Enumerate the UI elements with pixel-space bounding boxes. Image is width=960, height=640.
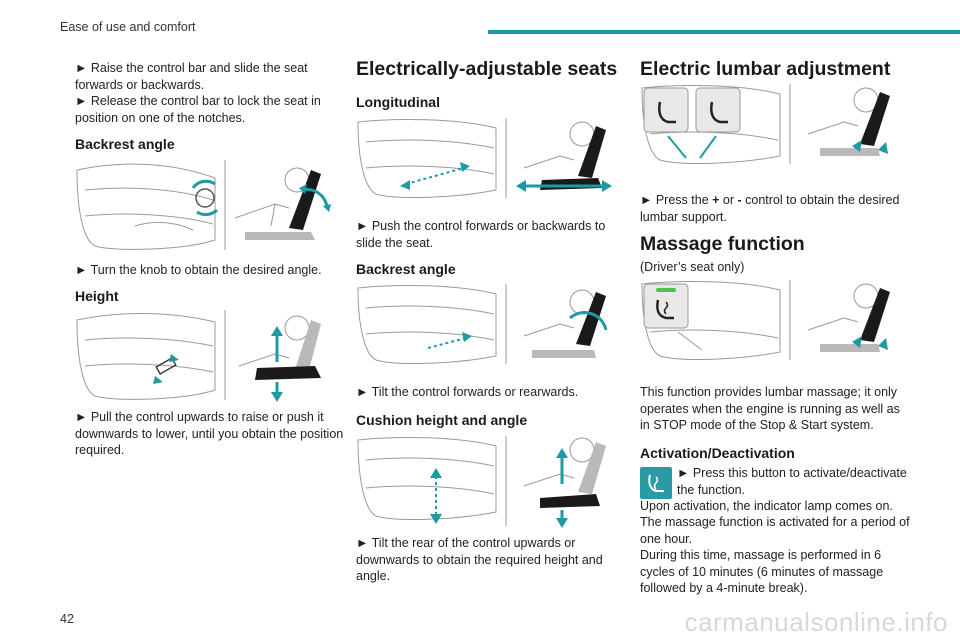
section-header: Ease of use and comfort <box>60 20 196 34</box>
lumbar-control-illustration <box>641 84 890 164</box>
plus-sign: + <box>712 193 720 207</box>
height-control-illustration <box>76 310 321 402</box>
longitudinal-person-icon <box>516 121 612 192</box>
backrest-person-icon <box>234 167 331 240</box>
massage-description: This function provides lumbar massage; i… <box>640 385 900 432</box>
longitudinal-control-illustration <box>357 118 612 198</box>
massage-title: Massage function <box>640 233 805 255</box>
cushion-person-icon <box>523 437 606 528</box>
watermark: carmanualsonline.info <box>684 607 948 637</box>
intro-step-2: ► Release the control bar to lock the se… <box>75 94 321 125</box>
activation-paragraph-3: During this time, massage is performed i… <box>640 548 884 595</box>
massage-subtitle: (Driver’s seat only) <box>640 260 745 274</box>
massage-activation-button-icon <box>640 467 672 499</box>
cushion-heading: Cushion height and angle <box>356 412 528 428</box>
massage-control-illustration <box>641 280 890 360</box>
height-text: ► Pull the control upwards to raise or p… <box>75 410 344 457</box>
backrest-angle-heading: Backrest angle <box>75 136 175 152</box>
lumbar-person-icon <box>807 87 890 156</box>
activation-paragraph-2: The massage function is activated for a … <box>640 515 910 546</box>
electric-backrest-person-icon <box>523 289 608 358</box>
longitudinal-heading: Longitudinal <box>356 94 440 110</box>
height-person-icon <box>238 315 321 402</box>
height-heading: Height <box>75 288 119 304</box>
electric-seats-title: Electrically-adjustable seats <box>356 58 618 80</box>
electric-backrest-text: ► Tilt the control forwards or rearwards… <box>356 385 579 399</box>
massage-person-icon <box>807 283 890 352</box>
lumbar-title: Electric lumbar adjustment <box>640 58 891 80</box>
longitudinal-text: ► Push the control forwards or backwards… <box>356 219 606 250</box>
lumbar-plus-button-icon <box>695 87 741 133</box>
backrest-angle-text: ► Turn the knob to obtain the desired an… <box>75 263 322 277</box>
lumbar-minus-button-icon <box>643 87 689 133</box>
electric-backrest-illustration <box>357 284 608 364</box>
minus-sign: - <box>737 193 742 207</box>
electric-backrest-heading: Backrest angle <box>356 261 456 277</box>
lumbar-text: ► Press the + or - control to obtain the… <box>640 193 900 224</box>
intro-step-1: ► Raise the control bar and slide the se… <box>75 61 308 92</box>
header-accent-bar <box>488 30 960 34</box>
cushion-text: ► Tilt the rear of the control upwards o… <box>356 536 603 583</box>
indicator-lamp-icon <box>656 288 676 292</box>
cushion-control-illustration <box>357 436 606 528</box>
activation-paragraph-1: Upon activation, the indicator lamp come… <box>640 499 893 513</box>
activation-heading: Activation/Deactivation <box>640 445 795 461</box>
activation-button-text: ► Press this button to activate/deactiva… <box>677 466 907 497</box>
knob-icon <box>195 188 215 208</box>
backrest-knob-illustration <box>76 160 331 250</box>
page-number: 42 <box>60 612 74 626</box>
massage-button-icon <box>643 283 689 329</box>
